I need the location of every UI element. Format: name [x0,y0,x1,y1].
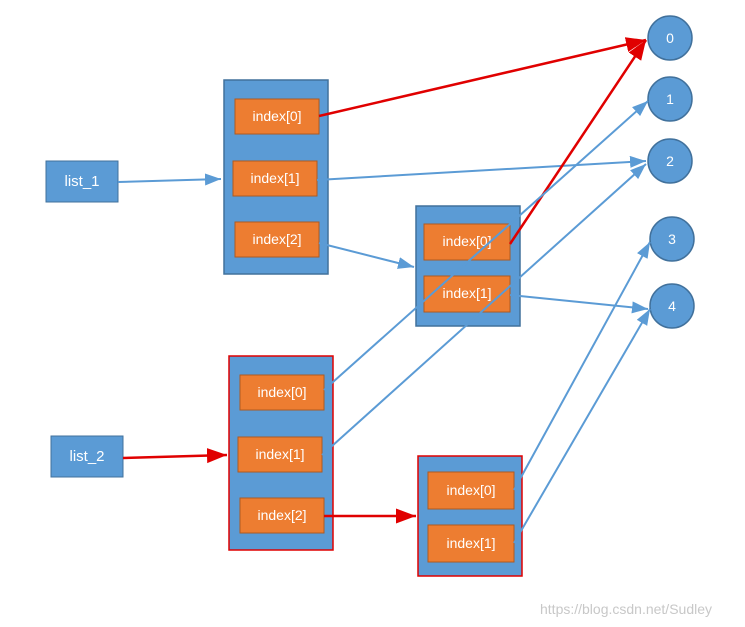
value-node-0-label: 0 [666,30,674,46]
shared-inner-index-0-to-node-0-arrow [508,39,648,245]
shared-inner-index-0-box [423,223,511,261]
value-node-0 [647,15,693,61]
list-2-index-2-label: index[2] [257,507,306,523]
value-node-2-label: 2 [666,153,674,169]
list-2-index-0-label: index[0] [257,384,306,400]
list-1-index-1-box [232,160,318,197]
value-node-1-label: 1 [666,91,674,107]
shared-inner-index-1-label: index[1] [442,285,491,301]
shared-inner-index-1-box [423,275,511,313]
list-2-to-container-arrow [122,448,228,464]
list-1-index-2-box [234,221,320,258]
list-1-index-2-to-shared-inner-arrow [318,242,415,269]
list-1-to-container-arrow [117,173,222,186]
value-node-4 [649,283,695,329]
list-2-inner-index-1-box [427,524,515,563]
list-2-label: list_2 [69,448,104,465]
list-1-label: list_1 [64,173,99,190]
shared-inner-index-0-label: index[0] [442,233,491,249]
value-node-4-label: 4 [668,298,676,314]
value-node-2 [647,138,693,184]
list-2-index-1-to-node-2-arrow [321,163,647,456]
list-2-index-1-box [237,436,323,473]
list-1-index-1-to-node-2-arrow [316,155,647,181]
list-2-index-2-box [239,497,325,534]
list-1-index-2-label: index[2] [252,231,301,247]
value-node-3-label: 3 [668,231,676,247]
list-2-index-0-to-node-1-arrow [323,100,649,391]
list-1-index-1-label: index[1] [250,170,299,186]
list-2-variable-box [50,435,124,478]
watermark-text: https://blog.csdn.net/Sudley [540,601,712,617]
list-2-inner-index-1-label: index[1] [446,535,495,551]
shared-inner-index-1-to-node-4-arrow [509,294,649,314]
list-1-index-0-to-node-0-arrow [318,37,647,118]
value-node-3 [649,216,695,262]
list-2-inner-index-0-box [427,471,515,510]
value-node-1 [647,76,693,122]
list-1-variable-box [45,160,119,203]
list-2-inner-index-0-to-node-3-arrow [513,241,651,491]
list-1-index-0-label: index[0] [252,108,301,124]
list-2-inner-index-1-to-node-4-arrow [513,308,651,544]
list-2-index-0-box [239,374,325,411]
list-1-index-0-box [234,98,320,135]
list-2-inner-index-0-label: index[0] [446,482,495,498]
list-2-index-1-label: index[1] [255,446,304,462]
